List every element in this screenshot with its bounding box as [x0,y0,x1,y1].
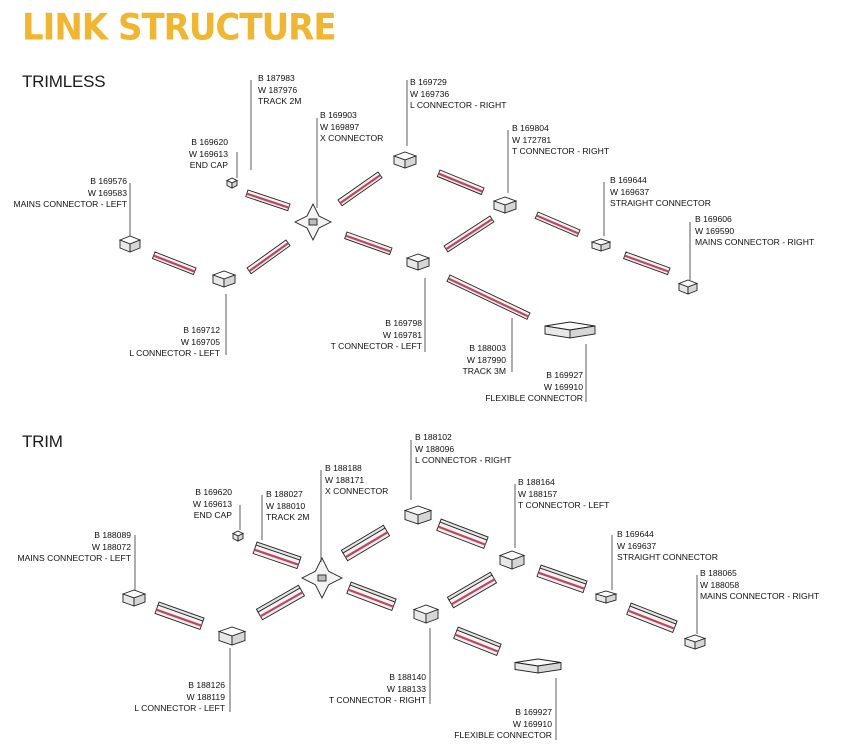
l-connector-left-icon [217,626,247,646]
mains-connector-left-icon [121,589,147,607]
track-segment [245,189,291,212]
x-connector-icon [300,556,344,600]
mains-connector-right-icon [677,279,699,295]
track-segment [344,231,393,256]
track-segment [252,541,302,570]
t-connector-left-icon [405,253,431,271]
end-cap-icon [225,177,239,189]
page-title: LINK STRUCTURE [22,6,337,50]
track-segment [255,584,306,621]
track-segment [154,601,205,631]
track-segment [453,626,502,656]
mains-connector-right-icon [683,634,707,650]
straight-connector-icon [590,238,612,252]
track-segment [626,602,678,633]
track-segment [436,518,489,549]
track-segment [534,211,581,238]
track-segment [246,239,291,275]
track-segment [436,169,485,196]
l-connector-right-icon [392,151,418,169]
straight-connector-icon [594,590,618,604]
track-segment [346,581,397,611]
l-connector-left-icon [211,270,237,288]
end-cap-icon [231,530,245,542]
mains-connector-left-icon [118,235,142,253]
section-title-trimless: TRIMLESS [22,72,106,91]
l-connector-right-icon [403,505,433,525]
t-connector-right-icon [412,604,440,624]
track-3m-segment [446,274,531,320]
track-segment [446,571,498,609]
t-connector-left-icon [498,550,526,570]
x-connector-icon [293,202,333,242]
track-segment [340,524,391,562]
track-segment [443,215,495,253]
t-connector-right-icon [492,196,518,214]
flexible-connector-icon [514,658,562,674]
track-segment [536,564,588,594]
track-segment [337,171,383,207]
flexible-connector-icon [544,321,596,339]
track-segment [623,251,671,276]
track-segment [151,251,197,276]
section-title-trim: TRIM [22,432,63,451]
